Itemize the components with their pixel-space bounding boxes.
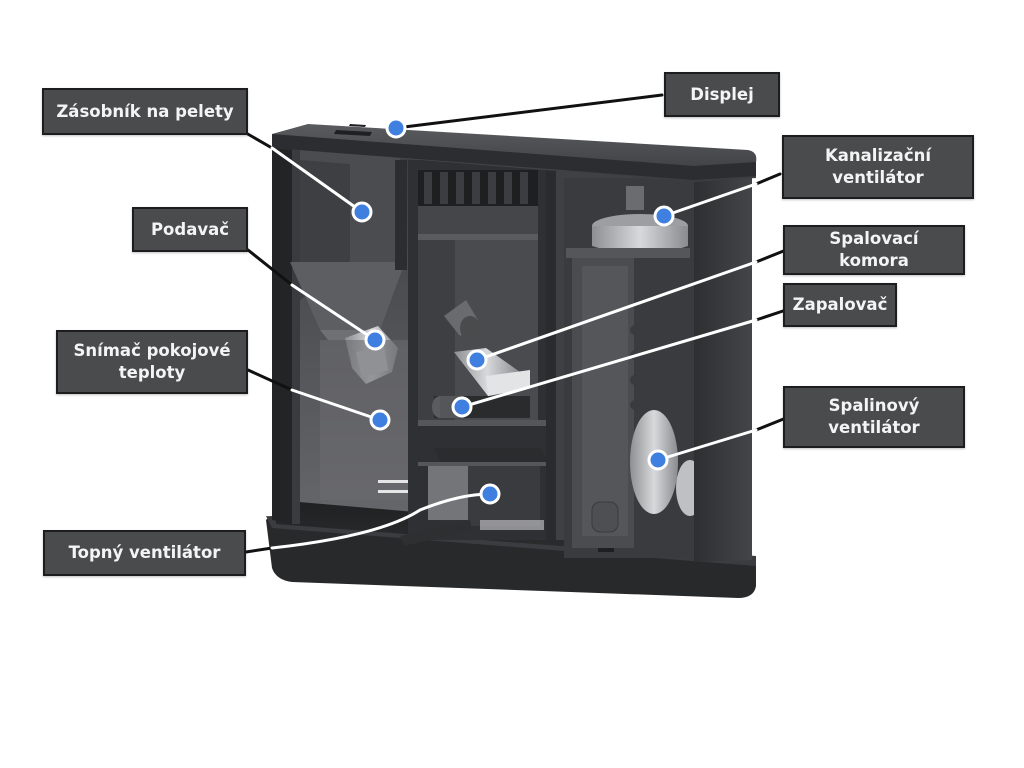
leader-zasobnik (244, 131, 274, 150)
label-heating-fan: Topný ventilátor (43, 530, 246, 576)
leader-zasobnik-inner (270, 146, 364, 214)
label-room-temp-sensor: Snímač pokojové teploty (56, 330, 248, 394)
label-text-line1: Kanalizační (824, 146, 932, 165)
label-text: Zapalovač (792, 295, 888, 314)
stove-left-frame (272, 140, 300, 524)
label-text: Spalovací komora (829, 229, 919, 270)
label-text-line2: ventilátor (832, 168, 924, 187)
label-display: Displej (664, 72, 780, 117)
label-text: Topný ventilátor (68, 543, 221, 562)
leader-displej (394, 93, 664, 130)
leader-snimac-inner (290, 388, 382, 422)
label-flue-gas-fan: Spalinový ventilátor (783, 386, 965, 448)
leader-snimac (246, 368, 294, 392)
leader-kanalizacni (754, 172, 782, 186)
marker-zasobnik (351, 201, 373, 223)
leader-topny (244, 546, 274, 554)
leader-kanalizacni-inner (662, 182, 758, 218)
leader-lines (244, 93, 788, 554)
label-duct-fan: Kanalizační ventilátor (782, 135, 974, 199)
label-text-line2: ventilátor (828, 418, 920, 437)
label-text: Displej (690, 84, 754, 104)
label-text-line2: teploty (118, 363, 186, 382)
stove-top-lid (272, 124, 757, 182)
center-rails (546, 170, 564, 540)
leader-zapalovac (754, 308, 788, 322)
label-text-line1: Snímač pokojové (73, 341, 231, 360)
marker-spalinovy (647, 449, 669, 471)
marker-zapalovac (451, 396, 473, 418)
leader-spalovaci (754, 248, 788, 264)
label-igniter: Zapalovač (783, 283, 897, 327)
marker-podavac (364, 329, 386, 351)
label-text-line1: Spalinový (828, 396, 920, 415)
leader-topny-inner (270, 492, 492, 550)
leader-podavac (246, 248, 294, 287)
label-text: Podavač (150, 219, 230, 239)
marker-snimac (369, 409, 391, 431)
label-pellet-hopper: Zásobník na pelety (42, 88, 248, 135)
stove-right-panel (694, 174, 752, 562)
leader-podavac-inner (290, 283, 377, 342)
leader-spalinovy (754, 416, 788, 432)
marker-kanalizacni (653, 205, 675, 227)
marker-displej (385, 117, 407, 139)
leader-spalovaci-inner (475, 260, 758, 362)
marker-topny (479, 483, 501, 505)
label-text: Zásobník na pelety (56, 101, 234, 121)
right-section (564, 178, 704, 558)
leader-spalinovy-inner (656, 428, 758, 462)
room-sensor-panel (320, 340, 414, 500)
marker-spalovaci (466, 349, 488, 371)
leader-zapalovac-inner (460, 318, 758, 409)
label-combustion-chamber: Spalovací komora (783, 225, 965, 275)
markers (351, 117, 675, 505)
label-feeder: Podavač (132, 207, 248, 252)
